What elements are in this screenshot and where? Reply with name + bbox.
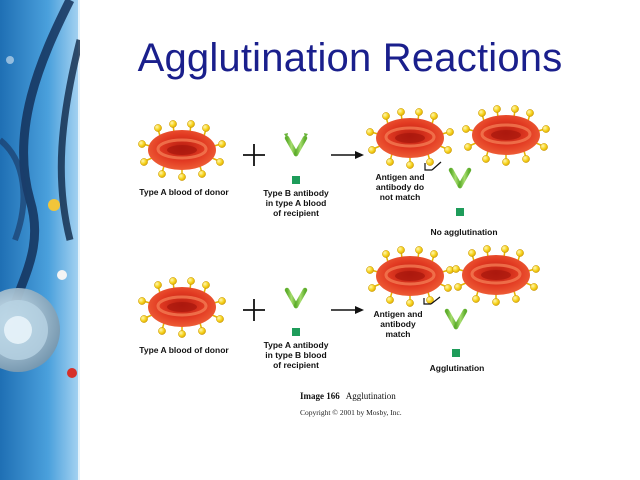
clumped-red-cell-a-row2: [364, 244, 456, 309]
antibody-label-row2: Type A antibody in type B blood of recip…: [263, 340, 329, 370]
plus-sign-row2: [242, 298, 266, 322]
reaction-arrow-row1: [330, 150, 365, 160]
antibody-unbound-row1: [451, 170, 469, 216]
result-red-cell-a-row1: [364, 106, 456, 171]
image-number: Image 166: [300, 391, 340, 401]
result-label-row1: No agglutination: [430, 227, 498, 237]
result-label-row2: Agglutination: [429, 363, 485, 373]
slide-title: Agglutination Reactions: [137, 36, 563, 80]
donor-label-row1: Type A blood of donor: [139, 187, 229, 197]
result-red-cell-b-row1: [460, 103, 552, 168]
antibody-type-b-row1: [287, 138, 305, 184]
antibody-label-row1: Type B antibody in type A blood of recip…: [263, 188, 329, 218]
antibody-type-a-row2: [287, 290, 305, 336]
decorative-sidebar: [0, 0, 80, 480]
image-title: Agglutination: [345, 391, 396, 401]
copyright-notice: Copyright © 2001 by Mosby, Inc.: [300, 408, 402, 417]
plus-sign-row1: [242, 143, 266, 167]
figure-caption: Image 166 Agglutination: [300, 391, 396, 401]
donor-red-cell-row1: [136, 118, 228, 183]
result-note-row1: Antigen and antibody do not match: [375, 172, 425, 202]
donor-label-row2: Type A blood of donor: [139, 345, 229, 355]
donor-red-cell-row2: [136, 275, 228, 340]
antibody-bound-row2: [447, 311, 465, 357]
clumped-red-cell-b-row2: [450, 243, 542, 308]
result-note-row2: Antigen and antibody match: [373, 309, 423, 339]
reaction-arrow-row2: [330, 305, 365, 315]
